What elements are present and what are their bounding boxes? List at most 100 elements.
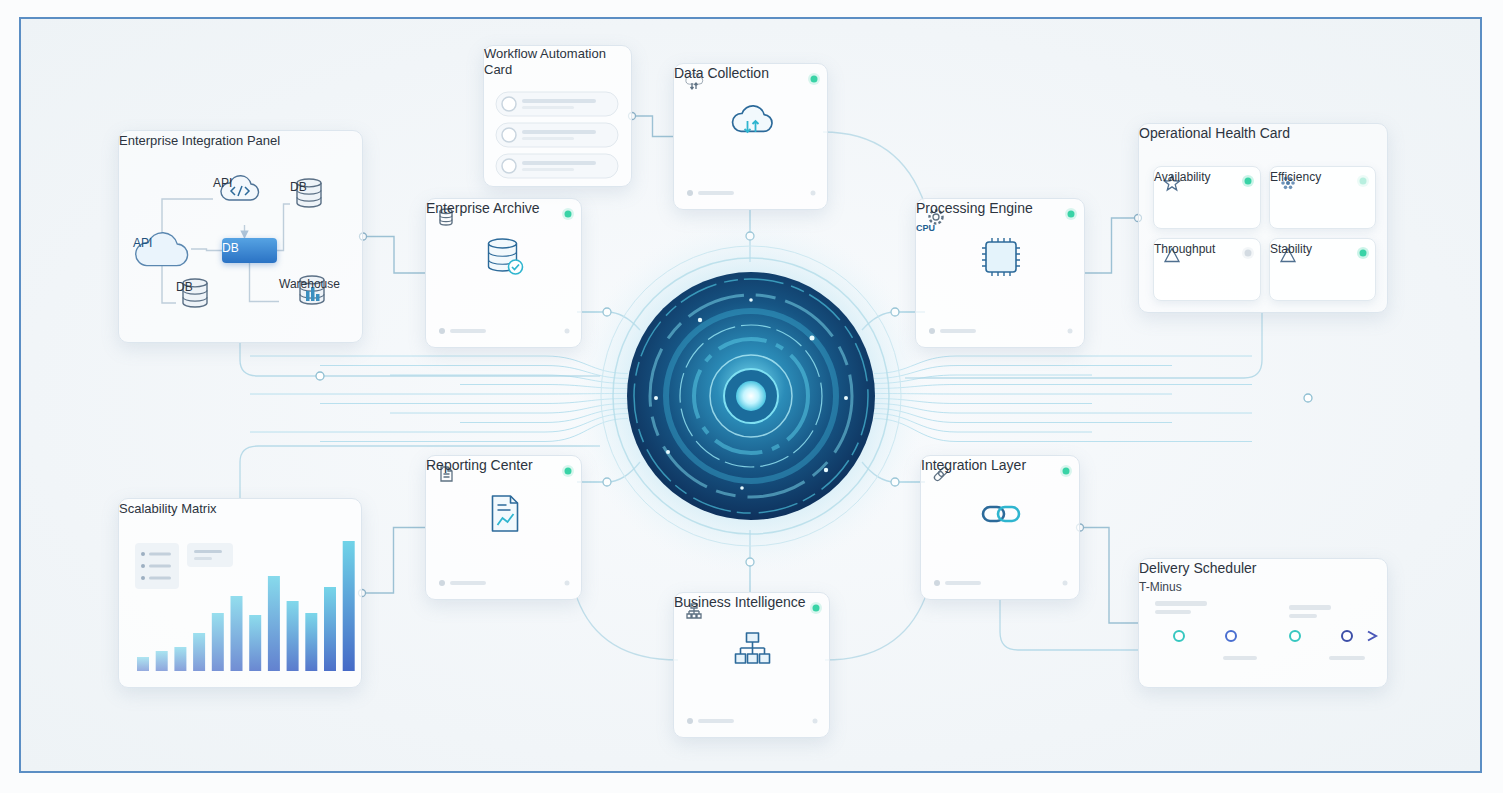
- decor-shape: [1289, 186, 1293, 190]
- decor-shape: [489, 239, 517, 271]
- decor-shape: [343, 541, 355, 671]
- card-title: Reporting Center: [426, 457, 533, 474]
- decor-shape: [149, 577, 171, 580]
- text-holder: Enterprise Integration Panel: [119, 131, 362, 149]
- decor-shape: [512, 265, 519, 270]
- decor-shape: [1153, 635, 1375, 637]
- decor-shape: [306, 291, 310, 301]
- decor-shape: [194, 557, 212, 560]
- decor-shape: [1290, 631, 1300, 641]
- decor-shape: [945, 581, 981, 585]
- panel-title: Operational Health Card: [1139, 125, 1290, 142]
- decor-shape: [824, 468, 828, 472]
- decor-shape: [1000, 600, 1138, 650]
- node-icon: [426, 199, 583, 349]
- node-icon: [674, 64, 829, 211]
- text-holder: Throughput: [1154, 239, 1260, 257]
- decor-shape: [1357, 247, 1369, 259]
- text-holder: Scalability Matrix: [119, 499, 361, 517]
- decor-shape: [1068, 329, 1073, 334]
- text-holder: Workflow Automation Card: [484, 46, 631, 78]
- decor-shape: [324, 587, 336, 671]
- decor-shape: [601, 246, 901, 546]
- card-title: Processing Engine: [916, 200, 1033, 217]
- decor-shape: [496, 92, 618, 116]
- icon-label: DB: [290, 180, 307, 194]
- decor-shape: [627, 272, 875, 520]
- decor-shape: [183, 297, 207, 301]
- decor-shape: [268, 576, 280, 671]
- chip-label: CPU: [916, 223, 935, 234]
- decor-shape: [733, 106, 772, 132]
- decor-shape: [297, 197, 321, 201]
- scheduler-panel: Delivery SchedulerT-Minus: [1138, 558, 1388, 688]
- decor-shape: [654, 396, 658, 400]
- module-card: Processing EngineCPU: [915, 198, 1085, 348]
- decor-shape: [666, 450, 670, 454]
- decor-shape: [522, 99, 596, 103]
- chart-panel: Scalability Matrix: [118, 498, 362, 688]
- metric-tile: Availability: [1153, 166, 1261, 229]
- text-holder: DB: [290, 177, 328, 195]
- decor-shape: [493, 496, 518, 531]
- decor-shape: [149, 565, 171, 568]
- decor-shape: [874, 356, 1252, 374]
- decor-shape: [1357, 175, 1369, 187]
- node-icon: [426, 456, 583, 601]
- database-node: DB: [176, 277, 214, 329]
- decor-shape: [811, 191, 816, 196]
- decor-shape: [565, 468, 572, 475]
- panel-card: Enterprise Integration PanelAPI DB API DB DB…: [118, 130, 363, 343]
- decor-shape: [522, 130, 596, 134]
- decor-shape: [680, 325, 822, 467]
- metric-tile: Stability: [1269, 238, 1376, 301]
- decor-shape: [983, 507, 1019, 521]
- decor-shape: [982, 238, 1020, 276]
- connector: [1080, 528, 1138, 624]
- decor-shape: [825, 598, 925, 660]
- decor-shape: [249, 615, 261, 671]
- decor-shape: [694, 339, 808, 453]
- icon-label: Warehouse: [279, 277, 340, 291]
- decor-shape: [498, 496, 518, 510]
- card-title: Data Collection: [674, 65, 769, 82]
- panel-title: Delivery Scheduler: [1139, 560, 1257, 577]
- node-icon: [916, 199, 1086, 349]
- api-node: API: [213, 173, 267, 225]
- decor-shape: [940, 329, 976, 333]
- decor-shape: [250, 393, 628, 395]
- decor-shape: [810, 602, 822, 614]
- decor-shape: [577, 598, 678, 660]
- decor-shape: [698, 318, 702, 322]
- decor-shape: [439, 328, 445, 334]
- decor-shape: [1063, 581, 1068, 586]
- connector: [363, 237, 425, 274]
- icon-label: DB: [222, 241, 239, 255]
- decor-shape: [1226, 631, 1236, 641]
- cloud-node: API: [133, 233, 191, 265]
- decor-shape: [748, 654, 758, 663]
- decor-shape: [450, 329, 486, 333]
- decor-shape: [1063, 468, 1070, 475]
- decor-shape: [811, 76, 818, 83]
- decor-shape: [493, 496, 518, 531]
- decor-shape: [1068, 211, 1075, 218]
- connector: [1085, 218, 1138, 273]
- decor-shape: [439, 580, 445, 586]
- decor-shape: [141, 576, 145, 580]
- decor-shape: [156, 651, 168, 671]
- decor-shape: [300, 294, 324, 298]
- connector: [362, 528, 425, 594]
- decor-shape: [874, 419, 1252, 442]
- metric-tile: Throughput: [1153, 238, 1261, 301]
- panel-title: Scalability Matrix: [119, 501, 217, 517]
- decor-shape: [982, 238, 1020, 276]
- text-holder: Enterprise Archive: [426, 199, 581, 217]
- module-card: Enterprise Archive: [425, 198, 582, 348]
- decor-shape: [489, 252, 517, 256]
- decor-shape: [813, 719, 818, 724]
- decor-shape: [1284, 186, 1288, 190]
- decor-shape: [187, 543, 233, 567]
- decor-shape: [1065, 208, 1077, 220]
